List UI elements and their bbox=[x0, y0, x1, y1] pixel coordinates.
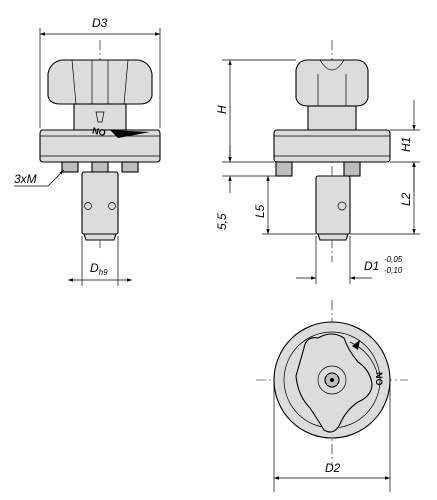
label-d3: D3 bbox=[92, 16, 108, 30]
front-neck bbox=[73, 103, 127, 131]
top-view: NO D2 bbox=[256, 300, 408, 492]
side-screw-right bbox=[343, 161, 361, 177]
side-knob bbox=[295, 59, 369, 107]
label-l2: L2 bbox=[399, 192, 413, 206]
label-gap: 5,5 bbox=[215, 213, 229, 230]
side-view: H H1 L2 5,5 L5 D1 -0,05 -0,10 bbox=[215, 40, 420, 284]
front-on-mark: NO bbox=[91, 125, 106, 138]
side-screw-left bbox=[275, 161, 293, 177]
label-h: H bbox=[215, 105, 229, 114]
front-view: NO D3 Dh9 3xM bbox=[14, 16, 161, 286]
label-thread: 3xM bbox=[14, 172, 37, 186]
label-h1: H1 bbox=[399, 137, 413, 152]
front-knob bbox=[47, 59, 153, 105]
front-shaft bbox=[81, 171, 119, 235]
label-l5: L5 bbox=[253, 204, 267, 218]
side-neck bbox=[307, 105, 357, 131]
front-screw-center bbox=[91, 161, 109, 173]
label-d1-tol-upper: -0,05 bbox=[384, 255, 403, 264]
top-on-mark: NO bbox=[374, 372, 384, 386]
front-screw-right bbox=[121, 161, 139, 173]
label-d1-tol-lower: -0,10 bbox=[384, 266, 403, 275]
front-screw-left bbox=[61, 161, 79, 173]
label-d1: D1 bbox=[364, 259, 379, 273]
label-d2: D2 bbox=[325, 461, 341, 475]
side-flange bbox=[273, 129, 391, 163]
side-shaft bbox=[315, 175, 351, 235]
label-dh9: Dh9 bbox=[90, 261, 108, 277]
